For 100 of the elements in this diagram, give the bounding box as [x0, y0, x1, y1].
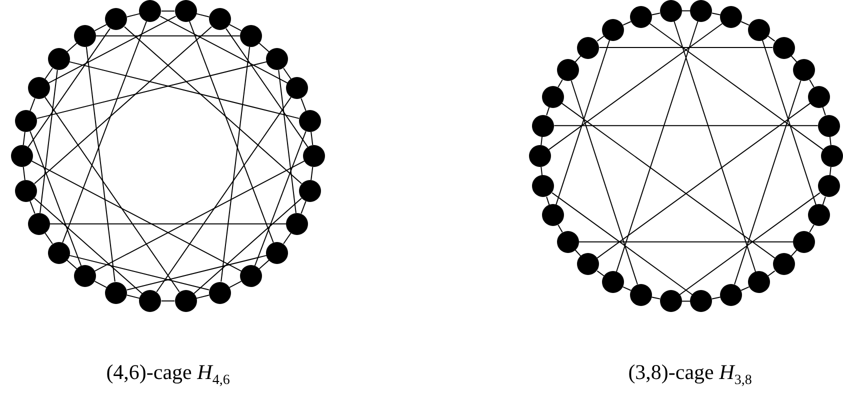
graph-edge: [596, 270, 605, 276]
vertex-dot: [818, 114, 840, 137]
vertex-dot: [174, 290, 197, 312]
vertex-dot: [772, 253, 795, 276]
graph-edge: [283, 68, 292, 80]
graph-edge: [94, 280, 107, 288]
graph-edge: [30, 200, 36, 214]
graph-edge: [809, 79, 814, 88]
vertex-dot: [105, 8, 128, 30]
vertex-dot: [748, 271, 770, 294]
graph-edge: [651, 296, 660, 300]
graph-edge: [829, 136, 832, 146]
vertex-dot: [240, 265, 262, 288]
vertex-dot: [720, 284, 742, 306]
graph-edge: [258, 42, 270, 52]
graph-edge: [829, 166, 832, 176]
vertex-dot: [532, 114, 554, 137]
graph-edge: [310, 166, 314, 181]
graph-edge: [196, 294, 210, 299]
graph-edge: [229, 280, 242, 288]
vertex-dot: [139, 290, 162, 312]
graph-edge: [96, 35, 240, 36]
graph-edge: [712, 12, 721, 16]
vertex-dot: [174, 0, 197, 22]
graph-edge: [28, 28, 110, 148]
graph-edge: [561, 102, 776, 259]
graph-edge: [554, 125, 818, 126]
graph-edge: [310, 131, 314, 146]
graph-edge: [220, 46, 250, 282]
graph-edge: [712, 296, 721, 300]
vertex-dot: [74, 265, 96, 288]
graph-edge: [86, 46, 116, 282]
graph-edge: [622, 21, 632, 26]
graph-edge: [68, 254, 210, 290]
graph-edge: [44, 96, 180, 292]
graph-edge: [34, 26, 212, 184]
graph-edge: [226, 28, 308, 148]
graph-edge: [48, 16, 176, 84]
graph-edge: [300, 98, 306, 112]
graph-edge: [283, 232, 292, 244]
graph-edge: [740, 286, 750, 291]
graph-edge: [94, 24, 107, 32]
vertex-dot: [690, 0, 712, 22]
vertex-dot: [793, 230, 816, 253]
graph-edge: [679, 192, 820, 296]
graph-edge: [160, 300, 176, 302]
vertex-dot: [48, 242, 70, 264]
graph-edge: [740, 21, 750, 26]
graph-edge: [734, 80, 802, 285]
graph-edge: [616, 20, 698, 272]
graph-edge: [767, 36, 776, 42]
vertex-dot: [105, 282, 128, 304]
graph-edge: [681, 10, 691, 12]
vertex-dot: [139, 0, 162, 22]
graph-caption: (4,6)-cage H$_{4,6}$: [105, 360, 231, 390]
graph-edge: [44, 232, 53, 244]
graph-edge: [196, 13, 210, 18]
graph-edge: [300, 200, 306, 214]
vertex-dot: [720, 6, 742, 28]
graph-edge: [681, 300, 691, 302]
graph-edge: [30, 98, 36, 112]
vertex-dot: [529, 145, 551, 167]
graph-edge: [558, 224, 563, 233]
vertex-dot: [11, 145, 33, 167]
vertex-dot: [577, 253, 600, 276]
vertex-dot: [28, 77, 50, 100]
vertex-dot: [266, 242, 288, 264]
vertex-dot: [542, 86, 564, 108]
graph-edge: [62, 20, 147, 244]
graph-edge: [40, 70, 58, 214]
vertex-dot: [556, 59, 579, 82]
graph-edge: [160, 10, 176, 12]
vertex-dot: [660, 0, 682, 22]
graph-edge: [622, 286, 632, 291]
graph-edge: [822, 106, 826, 116]
vertex-dot: [542, 204, 564, 226]
graph-edge: [30, 130, 82, 266]
vertex-dot: [556, 230, 579, 253]
graph-edge: [570, 80, 638, 285]
graph-edge: [156, 96, 292, 292]
vertex-dot: [240, 24, 262, 47]
graph-edge: [126, 13, 140, 18]
vertex-dot: [602, 271, 624, 294]
graph-edge: [22, 131, 26, 146]
graph-edge: [546, 106, 550, 116]
vertex-dot: [793, 59, 816, 82]
graph-edge: [762, 40, 816, 206]
graph-edge: [254, 130, 306, 266]
vertex-dot: [298, 110, 321, 132]
graph-edge: [598, 47, 774, 48]
vertex-dot: [808, 86, 830, 108]
vertex-dot: [602, 18, 624, 41]
graph-edge: [126, 294, 140, 299]
vertex-dot: [303, 145, 325, 167]
vertex-dot: [208, 8, 231, 30]
graph-edge: [540, 166, 543, 176]
graph-edge: [22, 166, 26, 181]
graph-edge: [548, 23, 723, 150]
vertex-dot: [48, 48, 70, 70]
graph-edge: [767, 270, 776, 276]
